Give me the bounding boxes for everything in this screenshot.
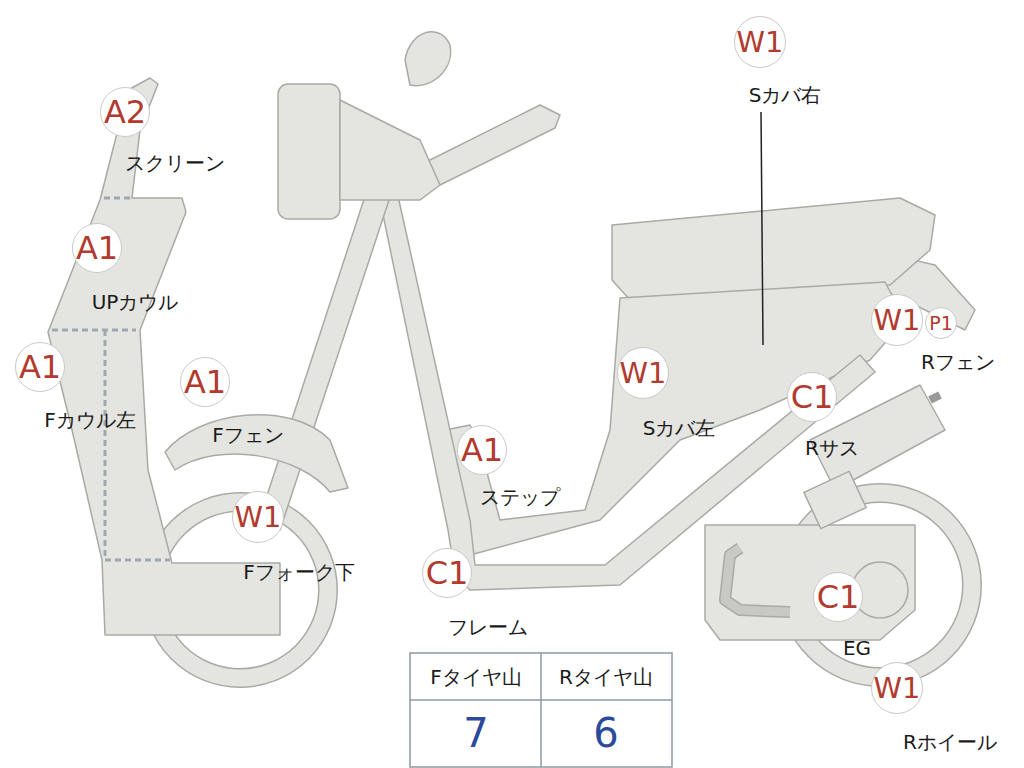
part-name: Fフェン	[212, 424, 284, 446]
leader-line	[761, 112, 763, 345]
damage-code: P1	[929, 314, 953, 333]
damage-code: C1	[426, 557, 469, 589]
exhaust-fill	[725, 548, 790, 612]
damage-code: W1	[737, 28, 784, 57]
part-name: Rホイール	[903, 731, 997, 753]
handle-cover	[340, 100, 440, 200]
shock-body	[804, 471, 866, 528]
tread-value: 7	[463, 711, 488, 755]
damage-code: W1	[235, 503, 282, 532]
rear-wheel	[788, 493, 972, 677]
damage-code: W1	[874, 674, 921, 703]
damage-code: A1	[76, 232, 118, 264]
table-header: Fタイヤ山	[430, 666, 522, 688]
tread-value: 6	[593, 711, 618, 755]
part-name: Fカウル左	[44, 409, 136, 431]
part-name: Rフェン	[921, 351, 995, 373]
front-cowl	[48, 78, 280, 635]
damage-code: W1	[620, 359, 667, 388]
part-name: Sカバ左	[643, 417, 716, 439]
damage-code: A2	[104, 96, 146, 128]
exhaust	[725, 548, 790, 612]
part-name: フレーム	[448, 616, 528, 638]
damage-callout: C1	[787, 372, 837, 422]
part-name: ステップ	[480, 486, 560, 508]
front-fender	[165, 415, 348, 492]
damage-callout: W1	[871, 662, 924, 715]
damage-callout: W1	[871, 294, 924, 347]
damage-callout: A1	[72, 223, 122, 273]
damage-callout: C1	[422, 548, 472, 598]
frame	[380, 196, 875, 590]
rear-wheel-fill	[788, 493, 972, 677]
damage-code: C1	[791, 381, 834, 413]
damage-code: W1	[874, 306, 921, 335]
cowl-dividers	[52, 198, 170, 560]
mirror	[405, 32, 451, 86]
damage-code: A1	[19, 351, 61, 383]
damage-callout: W1	[232, 491, 285, 544]
part-name: Fフォーク下	[243, 561, 355, 583]
part-name: Rサス	[805, 437, 859, 459]
damage-code: A1	[184, 366, 226, 398]
table-header: Rタイヤ山	[559, 666, 653, 688]
headlight	[278, 84, 340, 219]
tire-table	[410, 653, 672, 767]
damage-callout: P1	[925, 307, 957, 339]
part-name: Sカバ右	[749, 84, 822, 106]
damage-callout: A2	[100, 87, 150, 137]
damage-callout: A1	[457, 425, 507, 475]
damage-code: C1	[817, 581, 860, 613]
handlebar	[420, 105, 560, 185]
damage-callout: C1	[813, 572, 863, 622]
damage-callout: A1	[15, 342, 65, 392]
damage-code: A1	[461, 434, 503, 466]
shock-bolt	[930, 395, 940, 400]
part-name: UPカウル	[92, 291, 179, 313]
part-name: EG	[843, 637, 871, 659]
part-name: スクリーン	[125, 152, 225, 174]
engine	[705, 525, 915, 640]
damage-callout: A1	[180, 357, 230, 407]
damage-callout: W1	[734, 16, 787, 69]
